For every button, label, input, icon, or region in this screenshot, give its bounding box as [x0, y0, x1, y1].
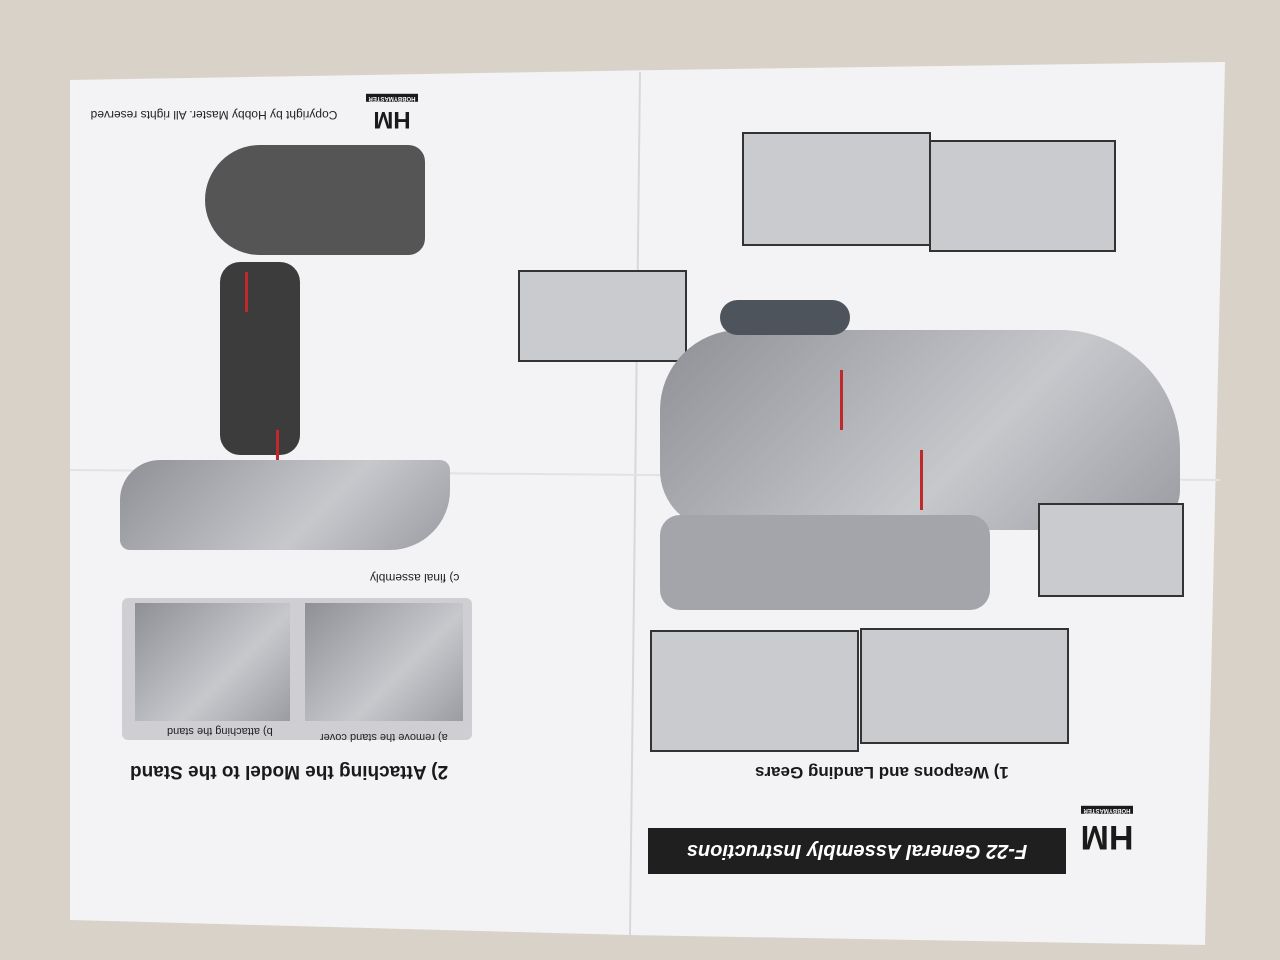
missile-image: [720, 300, 850, 335]
stand-base-image: [205, 145, 425, 255]
part-arrow: [920, 450, 923, 510]
final-assembly-image: [120, 460, 450, 550]
nose-gear-detail-1: [650, 630, 859, 752]
title-banner: F-22 General Assembly Instructions: [648, 828, 1066, 874]
section1-title: 1) Weapons and Landing Gears: [755, 763, 1009, 782]
header-logo: HM HOBBYMASTER: [1072, 806, 1142, 857]
attach-stand-image: [135, 603, 290, 721]
gear-parts-image: [660, 515, 990, 610]
header-logo-text: HM: [1080, 817, 1134, 856]
footer-logo-sub: HOBBYMASTER: [366, 94, 418, 102]
copyright-text: Copyright by Hobby Master. All rights re…: [90, 108, 338, 122]
section2-title: 2) Attaching the Model to the Stand: [130, 761, 449, 782]
stand-arrow: [245, 272, 248, 312]
sheet-title: F-22 General Assembly Instructions: [686, 840, 1028, 863]
weapon-bay-detail-1: [742, 132, 931, 246]
remove-cover-image: [305, 603, 463, 721]
step-b-label: b) attaching the stand: [167, 725, 273, 737]
wing-detail-image: [518, 270, 687, 362]
footer-logo-text: HM: [373, 105, 411, 133]
step-c-label: c) final assembly: [370, 571, 460, 585]
stand-arm-image: [220, 262, 300, 455]
part-arrow: [840, 370, 843, 430]
step-a-label: a) remove the stand cover: [320, 731, 448, 743]
nose-gear-detail-2: [860, 628, 1069, 744]
missile-rail-detail: [1038, 503, 1184, 597]
footer-logo: HM HOBBYMASTER: [362, 94, 422, 133]
header-logo-sub: HOBBYMASTER: [1081, 806, 1133, 814]
weapon-bay-detail-2: [929, 140, 1116, 252]
stand-arrow-2: [276, 430, 279, 465]
